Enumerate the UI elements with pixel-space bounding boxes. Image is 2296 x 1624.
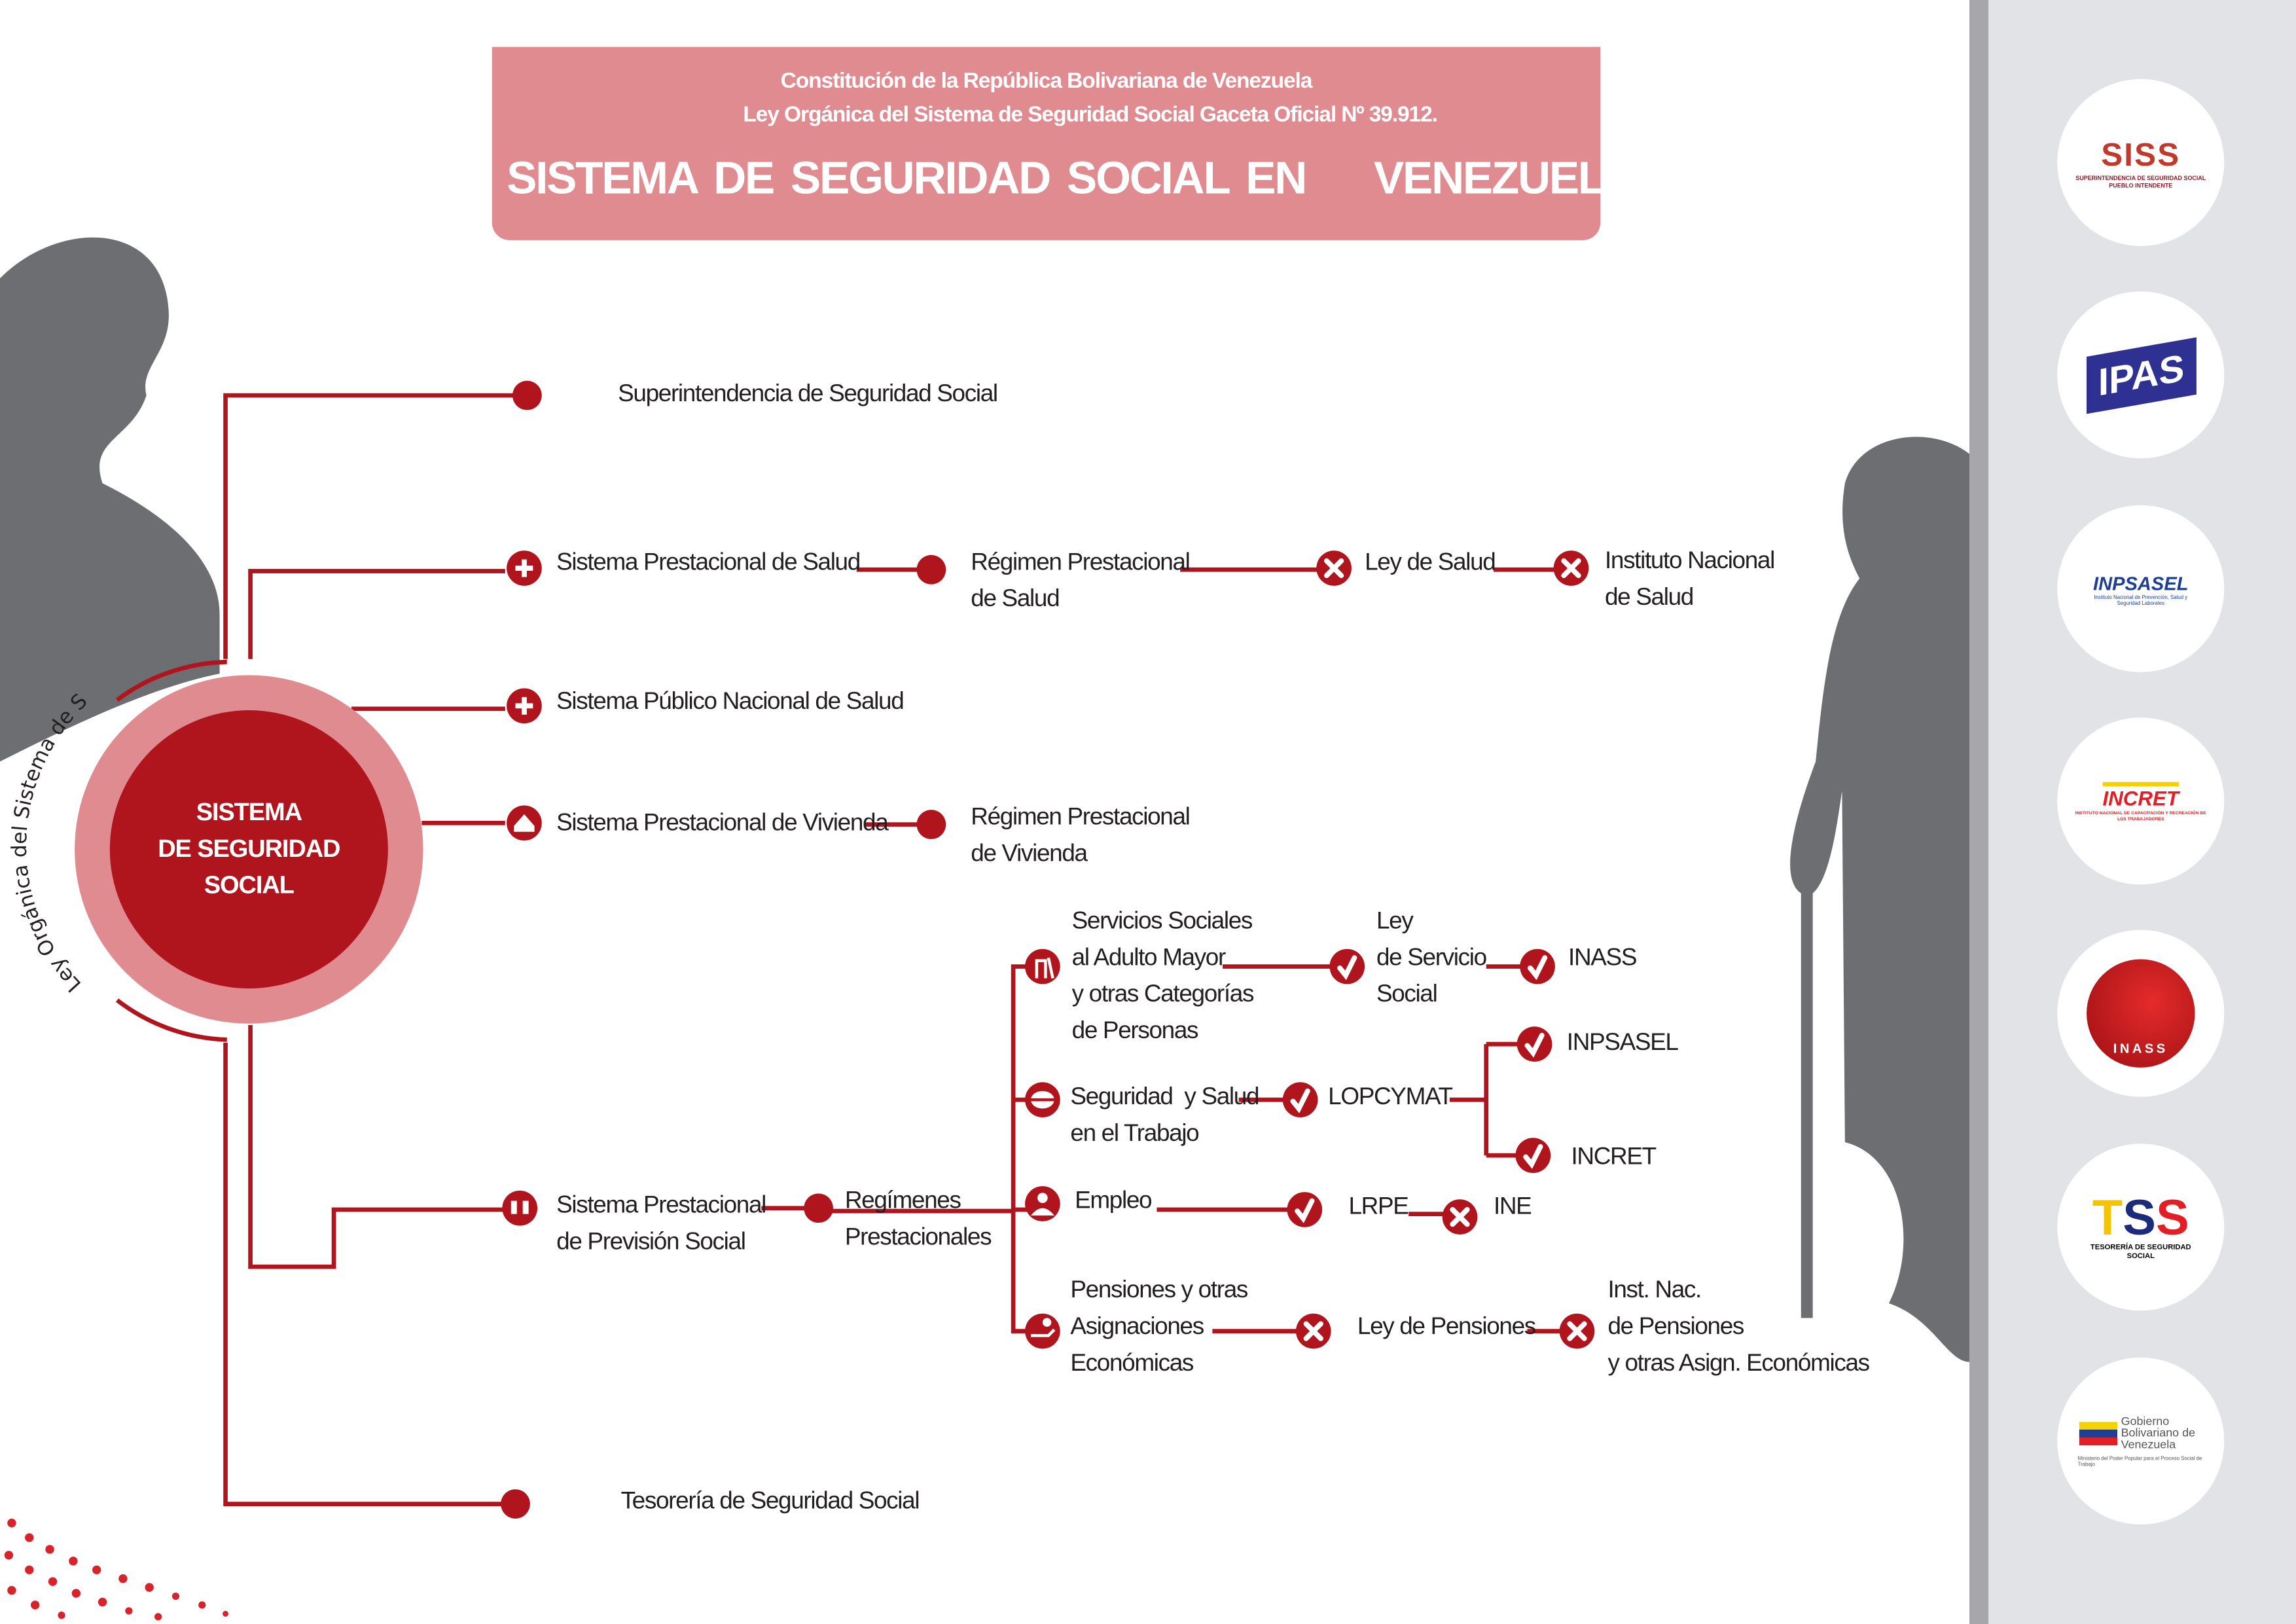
center-line: SISTEMA (196, 798, 302, 826)
logo-tss: TSS TESORERÍA DE SEGURIDAD SOCIAL (2057, 1144, 2225, 1311)
node-inpsasel: INPSASEL (1566, 1029, 1679, 1056)
dot-pattern (4, 1518, 229, 1621)
node-incret: INCRET (1571, 1144, 1657, 1170)
node-superintendencia: Superintendencia de Seguridad Social (618, 380, 998, 407)
center-label: SISTEMA DE SEGURIDAD SOCIAL (110, 794, 388, 904)
family-icon (502, 1190, 538, 1226)
cross-icon (1443, 1199, 1478, 1235)
node-lopcymat: LOPCYMAT (1328, 1083, 1453, 1110)
node-ley-pensiones: Ley de Pensiones (1357, 1313, 1536, 1341)
check-icon (1517, 1026, 1552, 1062)
header-line1: Constitución de la República Bolivariana… (780, 69, 1313, 94)
logo-inpsasel: INPSASEL Instituto Nacional de Prevenció… (2057, 505, 2225, 672)
logo-incret: INCRET INSTITUTO NACIONAL DE CAPACITACIÓ… (2057, 717, 2225, 885)
bullet-dots (501, 380, 946, 1519)
health-cross-icon (507, 550, 542, 586)
center-line: SOCIAL (204, 871, 295, 899)
cross-icon (1296, 1314, 1331, 1349)
node-inass: INASS (1568, 944, 1637, 971)
node-tesoreria: Tesorería de Seguridad Social (620, 1487, 920, 1515)
header-line2: Ley Orgánica del Sistema de Seguridad So… (743, 102, 1438, 128)
logo-inass: INASS (2057, 929, 2225, 1097)
logo-gobierno: Gobierno Bolivariano de Venezuela Minist… (2057, 1357, 2225, 1525)
node-lrpe: LRPE (1348, 1193, 1408, 1220)
node-ine: INE (1493, 1193, 1532, 1220)
money-hand-icon (1025, 1313, 1060, 1349)
page-title: SISTEMA DE SEGURIDAD SOCIAL EN VENEZUELA (507, 152, 1637, 204)
node-publico-salud: Sistema Público Nacional de Salud (556, 688, 905, 715)
logo-ipas: IPAS (2057, 291, 2225, 459)
logo-siss: SISS SUPERINTENDENCIA DE SEGURIDAD SOCIA… (2057, 79, 2225, 246)
header-banner: Constitución de la República Bolivariana… (492, 46, 1637, 240)
helmet-icon (1025, 1082, 1060, 1117)
health-cross-icon (507, 688, 542, 723)
pregnant-woman-silhouette (0, 237, 220, 762)
node-ley-salud: Ley de Salud (1365, 549, 1496, 576)
cross-icon (1554, 550, 1589, 586)
check-icon (1520, 949, 1555, 984)
worker-icon (1025, 1186, 1060, 1221)
house-icon (507, 805, 542, 841)
center-circle (109, 710, 388, 989)
node-salud: Sistema Prestacional de Salud (556, 549, 861, 576)
elderly-woman-silhouette (1790, 437, 1970, 1362)
node-empleo: Empleo (1075, 1187, 1152, 1214)
cross-icon (1560, 1314, 1595, 1349)
elderly-icon (1025, 948, 1060, 984)
center-line: DE SEGURIDAD (158, 835, 340, 863)
check-icon (1287, 1192, 1322, 1227)
cross-icon (1316, 550, 1352, 586)
sidebar-divider (1969, 0, 1989, 1624)
node-vivienda: Sistema Prestacional de Vivienda (556, 810, 889, 837)
check-icon (1283, 1082, 1318, 1117)
check-icon (1329, 949, 1365, 984)
check-icon (1516, 1138, 1551, 1173)
